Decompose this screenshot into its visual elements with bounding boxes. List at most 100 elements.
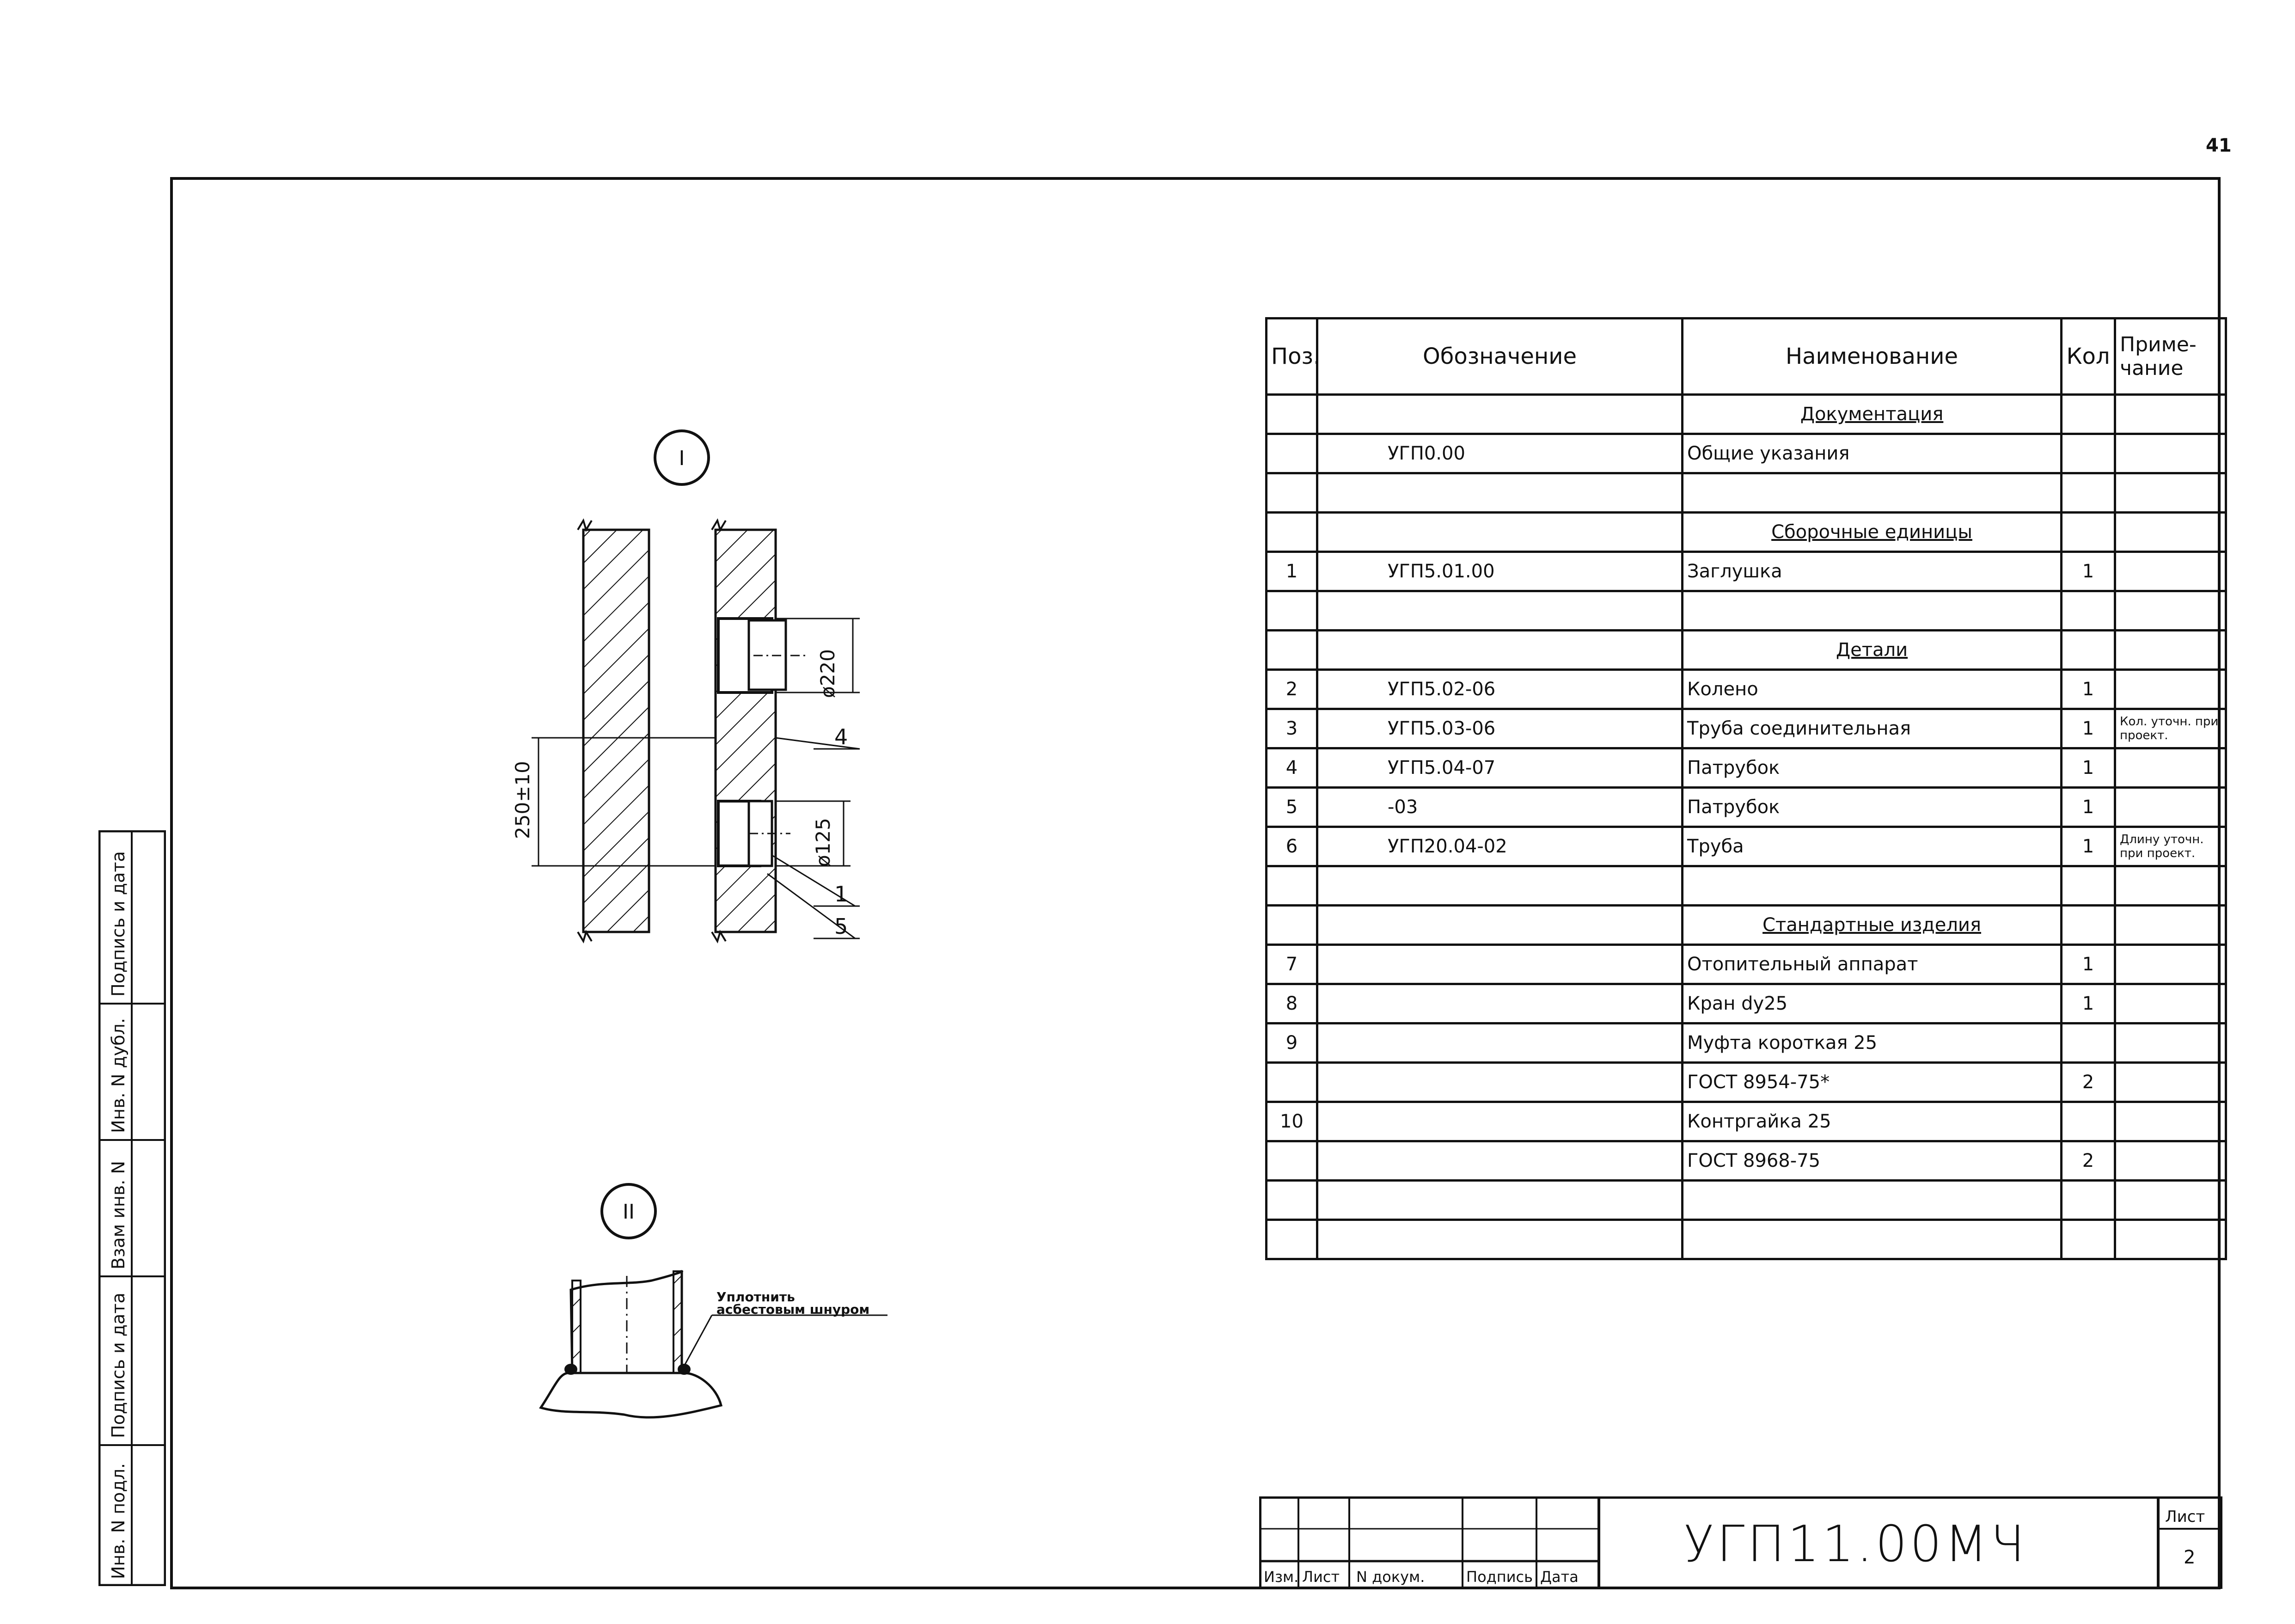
cell-name: Колено <box>1681 668 2062 710</box>
section-heading: Сборочные единицы <box>1681 511 2062 553</box>
cell-pos <box>1265 393 1318 435</box>
cell-qty <box>2060 433 2116 474</box>
cell-qty <box>2060 1219 2116 1260</box>
cell-qty <box>2060 1022 2116 1064</box>
table-row: 9 Муфта короткая 25 <box>1265 1022 2227 1064</box>
specification-table: Поз. Обозначение Наименование Кол Приме-… <box>1265 317 2228 1311</box>
cell-designation: УГП5.04-07 <box>1316 747 1683 789</box>
cell-qty <box>2060 865 2116 907</box>
cell-qty: 1 <box>2060 708 2116 749</box>
cell-pos <box>1265 433 1318 474</box>
cell-designation <box>1316 1022 1683 1064</box>
cell-pos: 8 <box>1265 983 1318 1024</box>
cell-pos: 6 <box>1265 826 1318 867</box>
cell-designation: УГП20.04-02 <box>1316 826 1683 867</box>
cell-note <box>2114 1101 2227 1142</box>
callout-4: 4 <box>834 724 848 749</box>
cell-designation <box>1316 590 1683 631</box>
cell-name: Заглушка <box>1681 551 2062 592</box>
cell-qty: 1 <box>2060 983 2116 1024</box>
cell-qty <box>2060 472 2116 514</box>
cell-qty: 1 <box>2060 944 2116 985</box>
cell-pos: 1 <box>1265 551 1318 592</box>
cell-designation: -03 <box>1316 786 1683 828</box>
cell-designation <box>1316 944 1683 985</box>
strip-label: Инв. N подл. <box>108 1463 129 1579</box>
title-col-label: Лист <box>1302 1568 1340 1586</box>
left-approval-strip: Инв. N подл. Подпись и дата Взам инв. N … <box>98 830 166 1587</box>
cell-pos: 10 <box>1265 1101 1318 1142</box>
cell-designation <box>1316 904 1683 946</box>
cell-name <box>1681 472 2062 514</box>
cell-pos <box>1265 472 1318 514</box>
table-row: Детали <box>1265 629 2227 671</box>
cell-note <box>2114 551 2227 592</box>
cell-pos: 9 <box>1265 1022 1318 1064</box>
header-note: Приме- чание <box>2114 317 2227 396</box>
cell-name: Отопительный аппарат <box>1681 944 2062 985</box>
cell-note <box>2114 629 2227 671</box>
cell-designation: УГП0.00 <box>1316 433 1683 474</box>
cell-note <box>2114 786 2227 828</box>
cell-qty: 1 <box>2060 668 2116 710</box>
drawing-views: I <box>490 421 952 1440</box>
section-heading: Стандартные изделия <box>1681 904 2062 946</box>
cell-note <box>2114 472 2227 514</box>
document-code: УГП11.00МЧ <box>1683 1515 2027 1573</box>
cell-name: Муфта короткая 25 <box>1681 1022 2062 1064</box>
cell-name: Труба <box>1681 826 2062 867</box>
seal-note-line1: Уплотнить <box>716 1289 795 1305</box>
cell-name: ГОСТ 8968-75 <box>1681 1140 2062 1182</box>
chimney-section <box>577 518 809 944</box>
header-name: Наименование <box>1681 317 2062 396</box>
cell-qty <box>2060 904 2116 946</box>
cell-designation <box>1316 1061 1683 1103</box>
table-row <box>1265 472 2227 514</box>
cell-note <box>2114 668 2227 710</box>
cell-pos <box>1265 1140 1318 1182</box>
cell-note <box>2114 1022 2227 1064</box>
callout-5: 5 <box>834 914 848 939</box>
title-col-label: Дата <box>1540 1568 1579 1586</box>
cell-pos: 3 <box>1265 708 1318 749</box>
seal-note-line2: асбестовым шнуром <box>716 1302 869 1317</box>
cell-pos: 5 <box>1265 786 1318 828</box>
cell-note <box>2114 747 2227 789</box>
cell-name: Общие указания <box>1681 433 2062 474</box>
view-2-marker <box>600 1183 657 1239</box>
strip-label: Взам инв. N <box>108 1161 129 1269</box>
cell-pos <box>1265 511 1318 553</box>
header-qty: Кол <box>2060 317 2116 396</box>
cell-qty <box>2060 590 2116 631</box>
title-col-label: Подпись <box>1466 1568 1533 1586</box>
cell-qty <box>2060 511 2116 553</box>
cell-designation: УГП5.01.00 <box>1316 551 1683 592</box>
cell-qty: 1 <box>2060 826 2116 867</box>
cell-designation: УГП5.03-06 <box>1316 708 1683 749</box>
section-heading: Документация <box>1681 393 2062 435</box>
view-1-label: I <box>679 447 685 470</box>
title-block: Изм. Лист N докум. Подпись Дата УГП11.00… <box>1259 1496 2223 1589</box>
cell-qty: 2 <box>2060 1061 2116 1103</box>
cell-note <box>2114 511 2227 553</box>
cell-qty: 1 <box>2060 747 2116 789</box>
cell-qty: 1 <box>2060 786 2116 828</box>
table-row <box>1265 590 2227 631</box>
table-row: ГОСТ 8954-75*2 <box>1265 1061 2227 1103</box>
cell-note <box>2114 433 2227 474</box>
cell-name: Кран dy25 <box>1681 983 2062 1024</box>
cell-note <box>2114 1061 2227 1103</box>
cell-note <box>2114 1179 2227 1221</box>
cell-pos <box>1265 865 1318 907</box>
table-row: Сборочные единицы <box>1265 511 2227 553</box>
table-row <box>1265 1179 2227 1221</box>
header-designation: Обозначение <box>1316 317 1683 396</box>
